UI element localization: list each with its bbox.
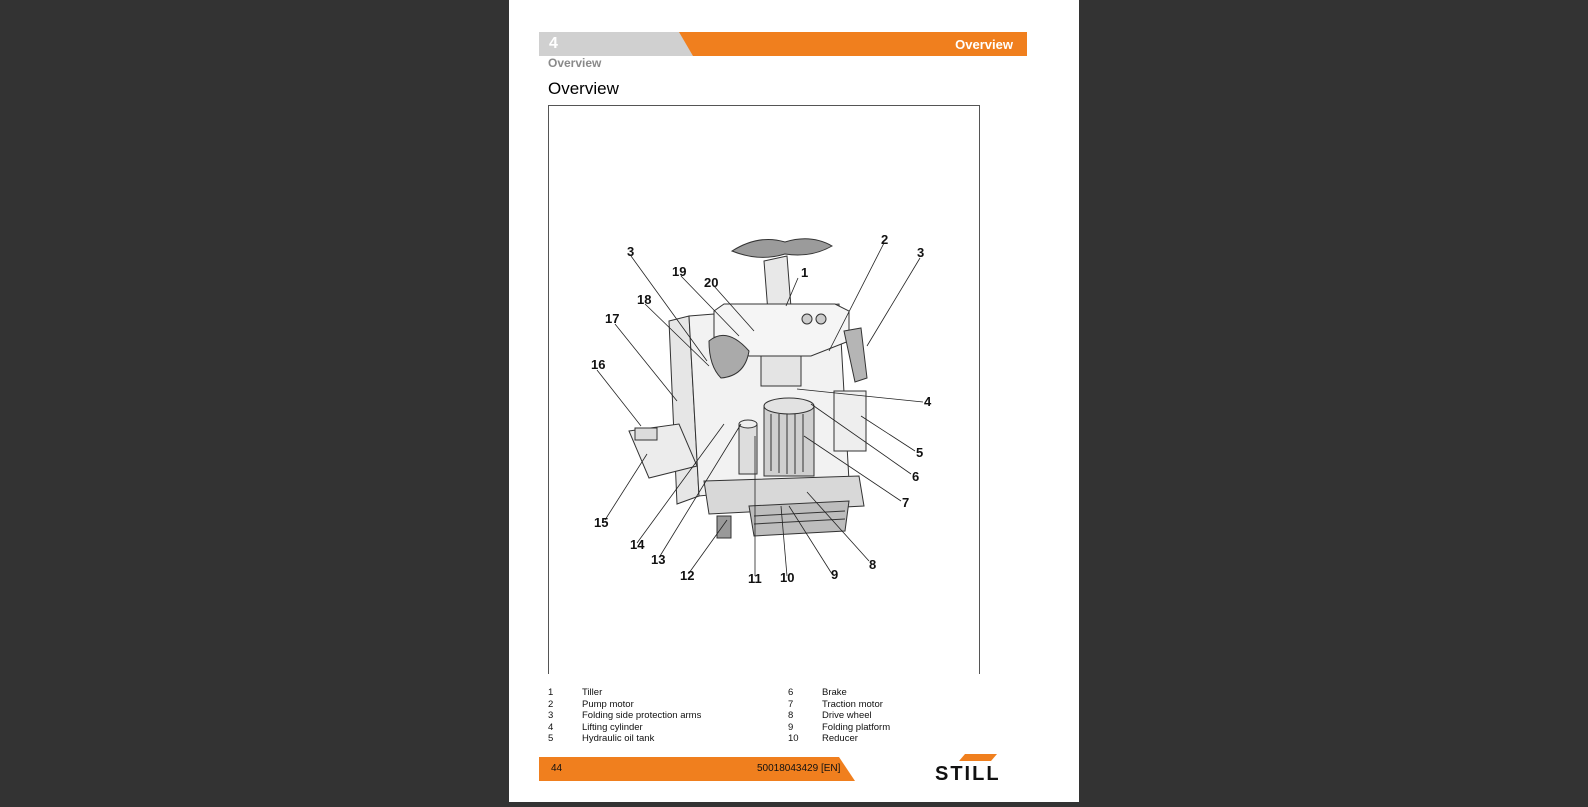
legend-item: 8 Drive wheel: [788, 710, 890, 722]
callout-13: 13: [651, 552, 665, 567]
callout-9: 9: [831, 567, 838, 582]
legend-label: Tiller: [582, 687, 603, 698]
legend-label: Drive wheel: [822, 710, 872, 721]
page-title: Overview: [548, 79, 619, 98]
legend-label: Folding platform: [822, 721, 891, 733]
figure-frame: 1 2 3 3 4 5 6 7 8 9 10 11 12 13 14 15 16…: [548, 105, 980, 674]
page-number: 44: [551, 763, 563, 774]
callout-10: 10: [780, 570, 794, 585]
legend-right: 6 Brake 7 Traction motor 8 Drive wheel 9 Fol…: [788, 687, 890, 745]
legend-number: 6: [788, 687, 794, 698]
legend-label: Traction motor: [822, 698, 883, 710]
header-section-title: Overview: [955, 37, 1013, 52]
legend-item: 1 Tiller: [548, 687, 701, 699]
callout-18: 18: [637, 292, 651, 307]
legend-number: 4: [548, 721, 554, 733]
callout-7: 7: [902, 495, 909, 510]
callout-14: 14: [630, 537, 645, 552]
legend-number: 2: [548, 698, 554, 710]
callout-numbers: 1 2 3 3 4 5 6 7 8 9 10 11 12 13 14 15 16…: [591, 232, 932, 586]
footer-bar: 44 50018043429 [EN]: [539, 757, 855, 781]
callout-16: 16: [591, 357, 605, 372]
legend-left: 1 Tiller 2 Pump motor 3 Folding side protec…: [548, 687, 701, 745]
legend-number: 10: [788, 733, 799, 744]
header-gray-band: [539, 32, 699, 56]
header-orange-band: Overview: [679, 32, 1027, 56]
callout-8: 8: [869, 557, 876, 572]
callout-4: 4: [924, 394, 932, 409]
callout-2: 2: [881, 232, 888, 247]
chapter-header: 4 Overview: [539, 32, 1027, 56]
manual-page: 4 Overview Overview Overview: [509, 0, 1079, 802]
callout-15: 15: [594, 515, 608, 530]
callout-3-right: 3: [917, 245, 924, 260]
legend-item: 10 Reducer: [788, 733, 890, 745]
legend-item: 9 Folding platform: [788, 722, 890, 734]
legend-item: 5 Hydraulic oil tank: [548, 733, 701, 745]
callout-5: 5: [916, 445, 923, 460]
legend-label: Lifting cylinder: [582, 721, 643, 733]
legend-number: 8: [788, 710, 794, 721]
legend-label: Pump motor: [582, 698, 634, 710]
legend-item: 4 Lifting cylinder: [548, 722, 701, 734]
callout-17: 17: [605, 311, 619, 326]
callout-20: 20: [704, 275, 718, 290]
still-logo-icon: STILL: [935, 754, 1001, 785]
legend-label: Folding side protection arms: [582, 710, 702, 721]
legend-label: Brake: [822, 687, 847, 698]
callout-3-left: 3: [627, 244, 634, 259]
legend-number: 5: [548, 733, 554, 744]
svg-text:STILL: STILL: [935, 763, 1001, 784]
legend-label: Reducer: [822, 733, 858, 744]
callout-19: 19: [672, 264, 686, 279]
callout-1: 1: [801, 265, 808, 280]
breadcrumb: Overview: [548, 56, 602, 70]
truck-overview-illustration: 1 2 3 3 4 5 6 7 8 9 10 11 12 13 14 15 16…: [591, 232, 932, 586]
legend-item: 3 Folding side protection arms: [548, 710, 701, 722]
legend-number: 7: [788, 698, 794, 710]
callout-11: 11: [748, 571, 762, 586]
legend-number: 9: [788, 721, 794, 733]
legend-item: 6 Brake: [788, 687, 890, 699]
legend-item: 7 Traction motor: [788, 699, 890, 711]
callout-6: 6: [912, 469, 919, 484]
legend-item: 2 Pump motor: [548, 699, 701, 711]
callout-12: 12: [680, 568, 694, 583]
still-logo: STILL: [935, 754, 1027, 789]
document-id: 50018043429 [EN]: [757, 763, 841, 774]
legend-number: 1: [548, 687, 554, 698]
legend-number: 3: [548, 710, 554, 721]
legend-label: Hydraulic oil tank: [582, 733, 655, 744]
chapter-number: 4: [549, 35, 558, 52]
